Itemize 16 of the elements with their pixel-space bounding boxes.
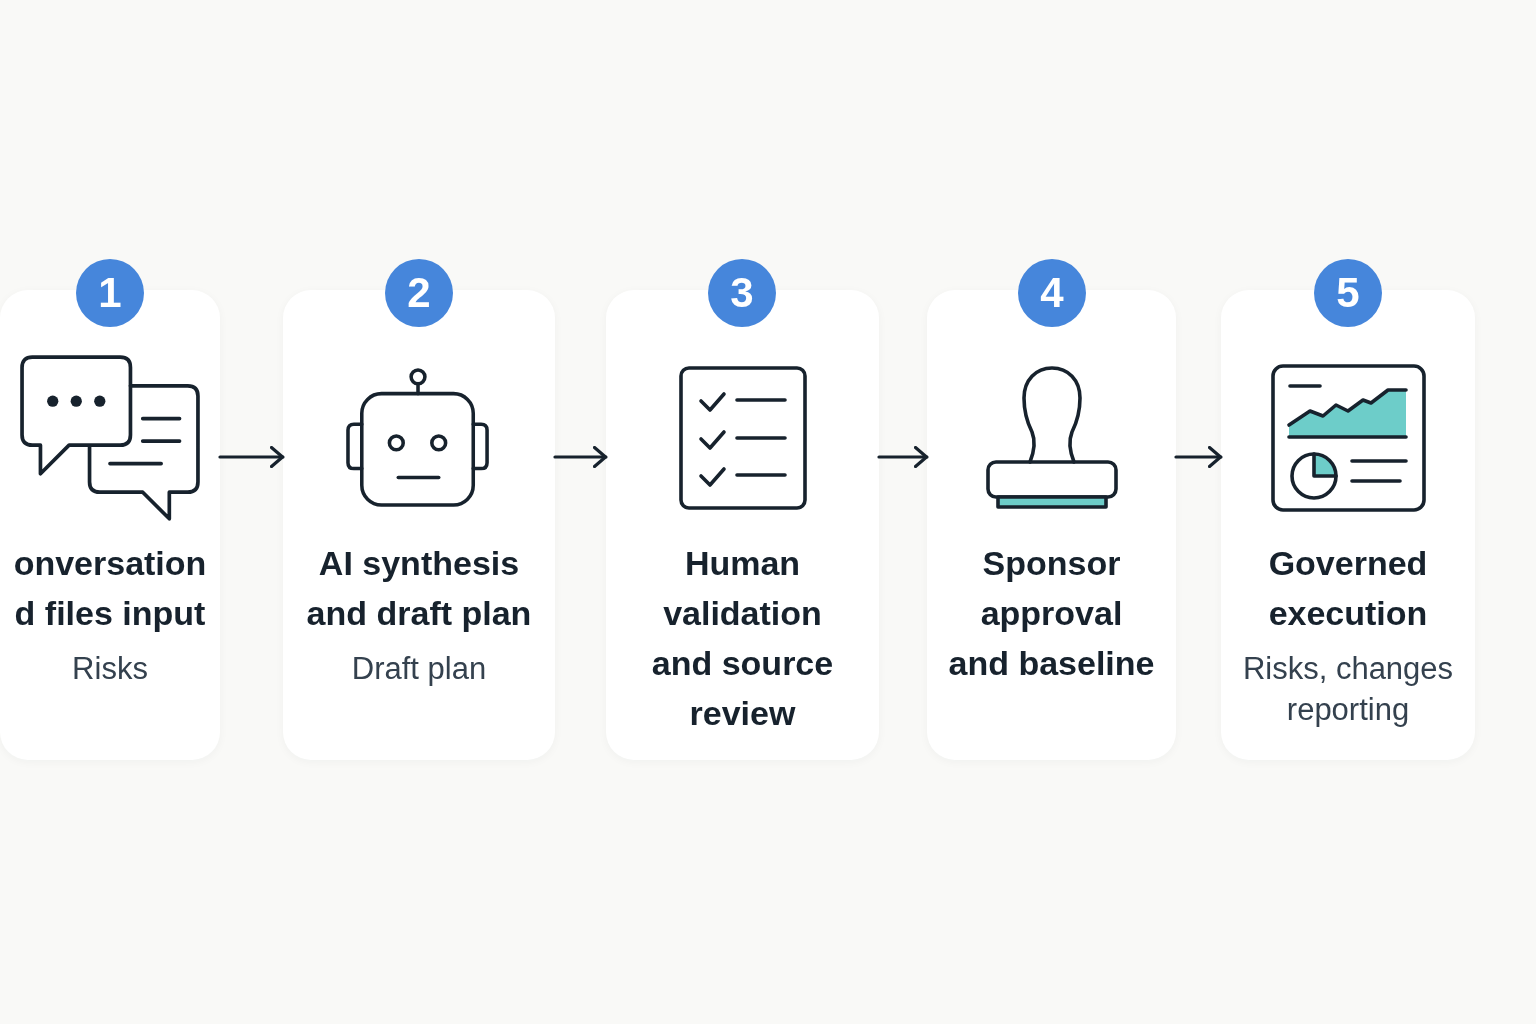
arrow: [1174, 445, 1223, 469]
step-title: onversation d files input: [12, 543, 208, 634]
step-title: Human validation and source review: [650, 543, 835, 734]
step-title: Governed execution: [1267, 543, 1429, 634]
step-number-badge: 3: [708, 259, 776, 327]
step-number-badge: 4: [1018, 259, 1086, 327]
step-title: Sponsor approval and baseline: [947, 543, 1156, 684]
step-description: Risks, changes reporting: [1241, 650, 1455, 729]
step-number-badge: 2: [385, 259, 453, 327]
step-title: AI synthesis and draft plan: [305, 543, 533, 634]
step-number-badge: 5: [1314, 259, 1382, 327]
step-description: Risks: [72, 650, 148, 688]
arrow: [218, 445, 285, 469]
arrow: [877, 445, 929, 469]
step-number-badge: 1: [76, 259, 144, 327]
step-description: Draft plan: [351, 650, 487, 688]
